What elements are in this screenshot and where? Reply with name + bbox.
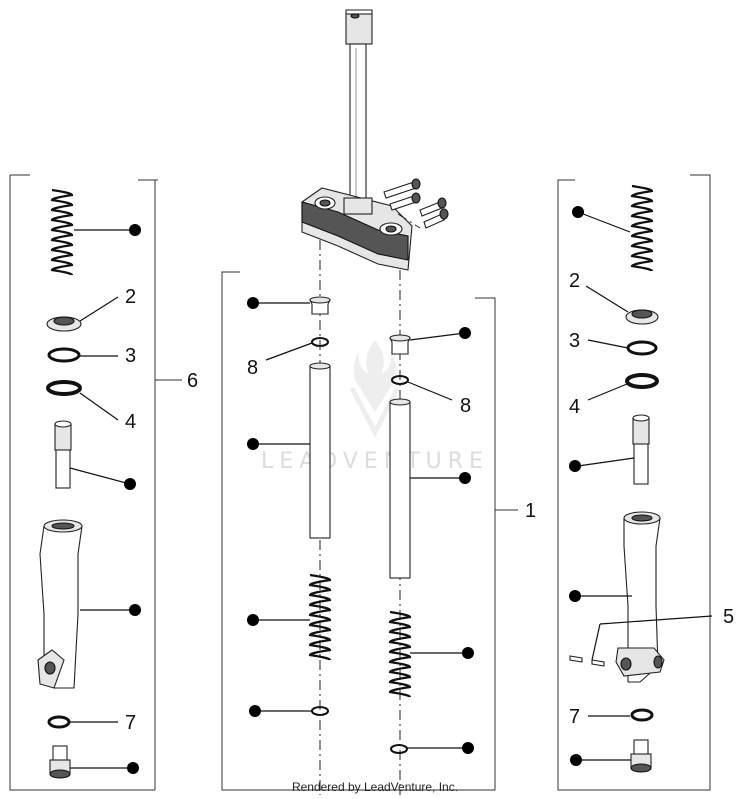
callout-dot xyxy=(124,478,136,490)
middle-left-bushing xyxy=(309,296,331,315)
credit-text: Rendered by LeadVenture, Inc. xyxy=(292,780,458,794)
callout-3-left: 3 xyxy=(125,345,136,367)
callout-dot xyxy=(129,224,141,236)
callout-6: 6 xyxy=(187,370,198,392)
middle-dots xyxy=(247,297,474,754)
left-ring xyxy=(46,380,82,396)
callout-dot xyxy=(247,438,259,450)
middle-left-spring xyxy=(308,573,332,661)
right-ring xyxy=(625,373,659,389)
callout-3-right: 3 xyxy=(569,330,580,352)
middle-right-clip-8 xyxy=(391,375,409,385)
callout-labels: 2 3 4 6 7 8 8 1 2 3 4 5 7 xyxy=(125,270,734,734)
callout-dot xyxy=(129,604,141,616)
left-guide-tube xyxy=(54,420,72,489)
left-outer-tube xyxy=(37,519,83,689)
left-dots xyxy=(124,224,141,774)
callout-4-left: 4 xyxy=(125,411,136,433)
callout-dot xyxy=(462,647,474,659)
callout-dot xyxy=(572,206,584,218)
callout-dot xyxy=(249,705,261,717)
right-guide-tube xyxy=(632,414,650,485)
callout-dot xyxy=(569,590,581,602)
triple-clamp xyxy=(301,187,413,271)
callout-1: 1 xyxy=(525,500,536,522)
watermark-text: LEADVENTURE xyxy=(261,449,489,474)
callout-dot xyxy=(570,754,582,766)
callout-dot xyxy=(569,460,581,472)
callout-2-left: 2 xyxy=(125,286,136,308)
middle-right-bushing xyxy=(389,334,411,355)
callout-7-left: 7 xyxy=(125,712,136,734)
callout-dot xyxy=(247,614,259,626)
bracket-right xyxy=(557,174,711,791)
middle-left-inner-tube xyxy=(309,362,331,539)
right-bottom-bolt xyxy=(630,739,652,773)
watermark: LEADVENTURE xyxy=(261,340,489,474)
callout-2-right: 2 xyxy=(569,270,580,292)
middle-left-clip-8 xyxy=(311,337,329,347)
callout-8-right: 8 xyxy=(460,395,471,417)
middle-right-spring xyxy=(388,610,412,698)
right-seal-cap xyxy=(625,309,659,325)
right-dots xyxy=(569,206,584,766)
right-fork-spring xyxy=(630,184,654,272)
left-leaders xyxy=(69,229,135,769)
bracket-1 xyxy=(221,271,518,791)
callout-8-left: 8 xyxy=(247,357,258,379)
callout-4-right: 4 xyxy=(569,396,580,418)
bracket-6 xyxy=(9,174,182,791)
callout-5: 5 xyxy=(723,606,734,628)
middle-right-clip-bottom xyxy=(390,744,408,754)
middle-right-inner-tube xyxy=(389,398,411,579)
callout-dot xyxy=(127,762,139,774)
right-small-screws-5 xyxy=(569,655,605,667)
left-washer-7 xyxy=(47,715,71,729)
left-fork-spring xyxy=(50,188,74,276)
right-washer-7 xyxy=(630,708,654,722)
clamp-bolts xyxy=(383,178,449,229)
right-outer-tube xyxy=(615,511,665,683)
callout-7-right: 7 xyxy=(569,706,580,728)
left-seal-cap xyxy=(46,316,82,332)
steering-stem xyxy=(345,9,373,203)
callout-dot xyxy=(459,472,471,484)
middle-leaders xyxy=(253,302,468,749)
callout-dot xyxy=(247,297,259,309)
left-oring xyxy=(47,347,81,363)
callout-dot xyxy=(459,327,471,339)
callout-dot xyxy=(462,742,474,754)
left-bottom-bolt xyxy=(49,745,71,779)
right-leaders xyxy=(577,211,713,761)
right-oring xyxy=(626,340,658,356)
